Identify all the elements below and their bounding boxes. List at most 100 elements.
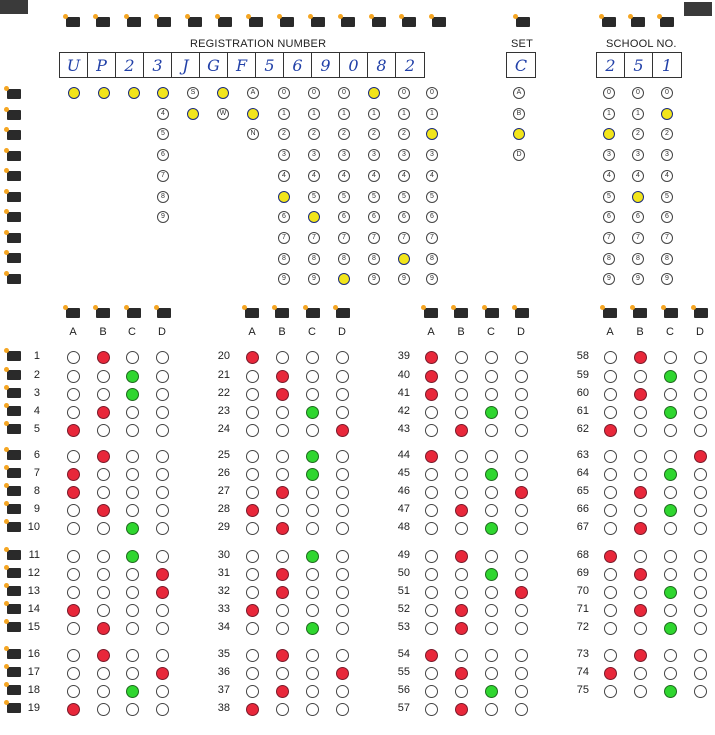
answer-bubble[interactable] xyxy=(276,351,289,364)
answer-bubble[interactable] xyxy=(156,351,169,364)
answer-bubble[interactable] xyxy=(97,604,110,617)
answer-bubble[interactable] xyxy=(67,685,80,698)
answer-bubble[interactable] xyxy=(156,604,169,617)
answer-bubble[interactable] xyxy=(604,468,617,481)
answer-bubble[interactable] xyxy=(455,388,468,401)
registration-bubble[interactable]: S xyxy=(187,87,199,99)
answer-bubble[interactable] xyxy=(515,468,528,481)
answer-bubble[interactable] xyxy=(515,388,528,401)
answer-bubble[interactable] xyxy=(694,667,707,680)
registration-bubble[interactable]: 6 xyxy=(426,211,438,224)
answer-bubble[interactable] xyxy=(485,586,498,599)
answer-bubble[interactable] xyxy=(664,424,677,437)
answer-bubble[interactable] xyxy=(306,370,319,383)
answer-bubble[interactable] xyxy=(604,568,617,581)
registration-bubble[interactable]: 9 xyxy=(368,273,380,286)
answer-bubble[interactable] xyxy=(694,586,707,599)
registration-bubble[interactable]: 1 xyxy=(398,107,410,120)
school-bubble[interactable]: 7 xyxy=(603,231,615,244)
answer-bubble[interactable] xyxy=(694,424,707,437)
answer-bubble-marked[interactable] xyxy=(634,486,647,499)
set-bubble[interactable]: D xyxy=(513,149,525,162)
answer-bubble[interactable] xyxy=(276,622,289,635)
answer-bubble-marked[interactable] xyxy=(336,424,349,437)
school-bubble[interactable]: 0 xyxy=(603,87,615,99)
answer-bubble[interactable] xyxy=(336,550,349,563)
answer-bubble-marked[interactable] xyxy=(425,351,438,364)
answer-bubble[interactable] xyxy=(306,504,319,517)
answer-bubble[interactable] xyxy=(604,406,617,419)
answer-bubble-correct[interactable] xyxy=(664,370,677,383)
answer-bubble[interactable] xyxy=(634,504,647,517)
answer-bubble[interactable] xyxy=(485,703,498,716)
answer-bubble[interactable] xyxy=(126,424,139,437)
answer-bubble[interactable] xyxy=(306,667,319,680)
school-bubble[interactable]: 1 xyxy=(632,107,644,120)
answer-bubble[interactable] xyxy=(306,586,319,599)
answer-bubble[interactable] xyxy=(425,486,438,499)
answer-bubble[interactable] xyxy=(336,604,349,617)
answer-bubble[interactable] xyxy=(425,522,438,535)
answer-bubble[interactable] xyxy=(67,622,80,635)
answer-bubble[interactable] xyxy=(336,649,349,662)
school-bubble[interactable]: 5 xyxy=(603,190,615,203)
answer-bubble-marked[interactable] xyxy=(246,351,259,364)
answer-bubble[interactable] xyxy=(425,568,438,581)
answer-bubble[interactable] xyxy=(67,667,80,680)
answer-bubble[interactable] xyxy=(306,522,319,535)
registration-bubble-filled[interactable] xyxy=(187,107,199,120)
registration-bubble[interactable]: 4 xyxy=(426,169,438,182)
answer-bubble[interactable] xyxy=(306,351,319,364)
registration-bubble-filled[interactable] xyxy=(278,190,290,203)
answer-bubble[interactable] xyxy=(276,504,289,517)
registration-bubble[interactable]: 4 xyxy=(157,107,169,120)
registration-bubble[interactable]: 3 xyxy=(368,149,380,162)
school-bubble[interactable]: 6 xyxy=(661,211,673,224)
registration-bubble[interactable]: 2 xyxy=(338,128,350,141)
answer-bubble[interactable] xyxy=(246,550,259,563)
registration-bubble[interactable]: 5 xyxy=(426,190,438,203)
answer-bubble-correct[interactable] xyxy=(126,685,139,698)
answer-bubble[interactable] xyxy=(306,703,319,716)
registration-bubble[interactable]: 8 xyxy=(338,252,350,265)
registration-bubble[interactable]: 6 xyxy=(398,211,410,224)
answer-bubble[interactable] xyxy=(336,351,349,364)
answer-bubble[interactable] xyxy=(336,486,349,499)
answer-bubble[interactable] xyxy=(604,486,617,499)
answer-bubble[interactable] xyxy=(485,604,498,617)
answer-bubble[interactable] xyxy=(336,586,349,599)
registration-bubble[interactable]: 2 xyxy=(308,128,320,141)
answer-bubble[interactable] xyxy=(515,424,528,437)
answer-bubble-marked[interactable] xyxy=(634,649,647,662)
answer-bubble-correct[interactable] xyxy=(485,468,498,481)
answer-bubble[interactable] xyxy=(604,370,617,383)
answer-bubble[interactable] xyxy=(276,450,289,463)
answer-bubble-marked[interactable] xyxy=(425,370,438,383)
answer-bubble[interactable] xyxy=(156,406,169,419)
answer-bubble[interactable] xyxy=(694,370,707,383)
answer-bubble[interactable] xyxy=(634,667,647,680)
answer-bubble[interactable] xyxy=(67,388,80,401)
answer-bubble[interactable] xyxy=(276,550,289,563)
school-bubble[interactable]: 2 xyxy=(632,128,644,141)
answer-bubble-correct[interactable] xyxy=(485,406,498,419)
answer-bubble-marked[interactable] xyxy=(634,568,647,581)
answer-bubble-correct[interactable] xyxy=(306,406,319,419)
answer-bubble[interactable] xyxy=(67,450,80,463)
registration-bubble-filled[interactable] xyxy=(368,87,380,99)
answer-bubble-marked[interactable] xyxy=(156,586,169,599)
registration-bubble[interactable]: 1 xyxy=(368,107,380,120)
answer-bubble[interactable] xyxy=(67,406,80,419)
answer-bubble[interactable] xyxy=(425,604,438,617)
answer-bubble-marked[interactable] xyxy=(515,486,528,499)
answer-bubble[interactable] xyxy=(664,667,677,680)
answer-bubble-correct[interactable] xyxy=(485,522,498,535)
answer-bubble[interactable] xyxy=(97,685,110,698)
registration-bubble[interactable]: 6 xyxy=(338,211,350,224)
answer-bubble-correct[interactable] xyxy=(126,388,139,401)
answer-bubble[interactable] xyxy=(515,685,528,698)
answer-bubble[interactable] xyxy=(67,370,80,383)
registration-bubble-filled[interactable] xyxy=(98,87,110,99)
answer-bubble-marked[interactable] xyxy=(604,550,617,563)
answer-bubble[interactable] xyxy=(97,468,110,481)
